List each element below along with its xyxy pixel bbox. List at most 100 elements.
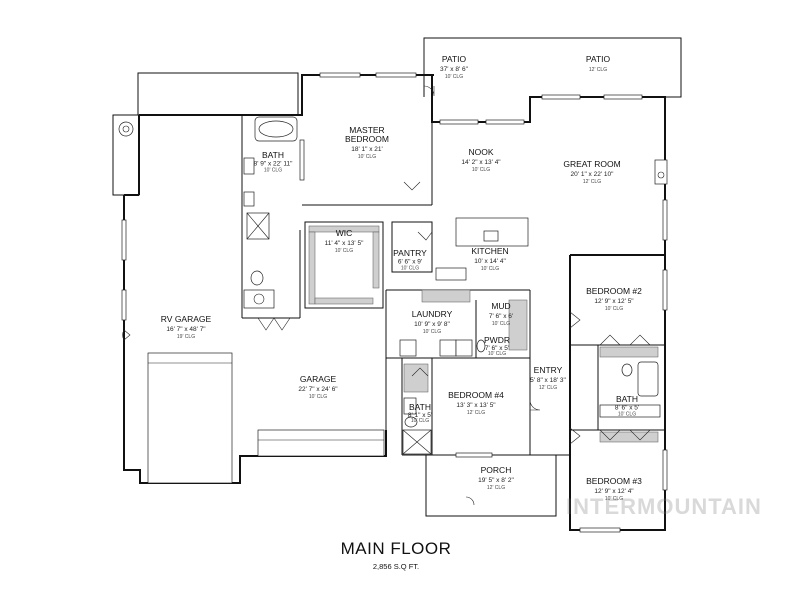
room-label-bedroom-3-name: BEDROOM #3 (586, 476, 642, 486)
room-label-bath-4-clg: 10' CLG (411, 418, 429, 424)
window (662, 269, 668, 311)
doors (122, 85, 651, 506)
room-label-mud-dims: 7' 6" x 6' (489, 313, 513, 320)
room-label-bedroom-2-clg: 10' CLG (605, 306, 623, 312)
room-label-patio-1-name: PATIO (442, 54, 467, 64)
window (579, 527, 621, 533)
room-label-rv-garage-clg: 19' CLG (177, 334, 195, 340)
room-label-pantry-name: PANTRY (393, 248, 427, 258)
room-label-nook-dims: 14' 2" x 13' 4" (461, 159, 501, 166)
room-label-pantry-dims: 6' 6" x 9' (398, 259, 422, 266)
rv-garage-top-bay (137, 72, 299, 116)
bench (508, 299, 528, 351)
room-label-patio-1-dims: 37' x 8' 6" (440, 66, 469, 73)
room-label-master-bedroom-name: MASTER (349, 125, 384, 135)
room-label-bedroom-4-clg: 12' CLG (467, 410, 485, 416)
window (299, 139, 305, 181)
door (569, 427, 581, 445)
room-label-pwdr-clg: 10' CLG (488, 351, 506, 357)
room-label-laundry-name: LAUNDRY (412, 309, 453, 319)
garage-doors (147, 352, 385, 484)
fan-icon (118, 121, 134, 137)
sink-icon (403, 397, 417, 415)
sink-icon (243, 157, 255, 175)
room-label-laundry-clg: 10' CLG (423, 329, 441, 335)
wall-north-left (139, 74, 434, 116)
room-label-mud-name: MUD (491, 301, 510, 311)
plan-area: 2,856 S.Q FT. (372, 562, 420, 571)
watermark-logo: INTERMOUNTAIN (566, 494, 762, 519)
room-label-garage-name: GARAGE (300, 374, 337, 384)
room-label-nook-name: NOOK (468, 147, 493, 157)
vanity (599, 404, 661, 418)
room-label-bedroom-4-dims: 13' 3" x 13' 5" (456, 402, 496, 409)
room-label-pwdr-dims: 7' 6" x 5' (485, 345, 509, 352)
toilet-icon (476, 339, 486, 353)
door (403, 181, 421, 191)
room-label-bedroom-2-dims: 12' 9" x 12' 5" (594, 298, 634, 305)
window (121, 219, 127, 261)
window (121, 289, 127, 321)
fixtures (118, 116, 668, 455)
door (629, 334, 651, 346)
window (319, 72, 361, 78)
room-label-patio-2-clg: 12' CLG (589, 67, 607, 73)
closet (599, 431, 659, 443)
room-label-kitchen-dims: 10' x 14' 4" (474, 258, 506, 265)
room-label-wic-name: WIC (336, 228, 353, 238)
rv-garage-door (147, 352, 233, 484)
room-label-entry-name: ENTRY (534, 365, 563, 375)
door (569, 311, 581, 329)
door (465, 496, 475, 506)
room-label-garage-dims: 22' 7" x 24' 6" (298, 386, 338, 393)
room-label-bath-4-dims: 8' 1" x 5' (408, 412, 432, 419)
room-label-entry-dims: 5' 8" x 18' 3" (530, 377, 566, 384)
window (455, 452, 493, 458)
room-label-kitchen-name: KITCHEN (471, 246, 508, 256)
room-label-kitchen-clg: 10' CLG (481, 266, 499, 272)
room-label-rv-garage-name: RV GARAGE (161, 314, 212, 324)
door (529, 399, 541, 411)
sink-icon (243, 191, 255, 207)
room-label-patio-2-name: PATIO (586, 54, 611, 64)
room-label-pantry-clg: 10' CLG (401, 266, 419, 272)
toilet-icon (621, 363, 633, 377)
room-label-bath-4-name: BATH (409, 402, 431, 412)
pantry-outline (391, 221, 433, 273)
shelf-icon (308, 225, 380, 233)
door (257, 317, 275, 331)
counter (421, 289, 471, 303)
door (411, 367, 429, 377)
room-label-bath-master-name: BATH (262, 150, 284, 160)
toilet-icon (250, 270, 264, 286)
room-label-bath-master-clg: 10' CLG (264, 168, 282, 174)
range-icon (435, 267, 467, 281)
window (662, 449, 668, 491)
door (417, 231, 433, 241)
room-label-rv-garage-dims: 16' 7" x 48' 7" (166, 326, 206, 333)
door (122, 329, 131, 341)
room-label-bedroom-3-dims: 12' 9" x 12' 4" (594, 488, 634, 495)
room-label-master-bedroom-name2: BEDROOM (345, 134, 389, 144)
wic-outline (304, 221, 384, 309)
porch-outline (425, 455, 557, 517)
windows (121, 72, 668, 533)
door (273, 317, 291, 331)
room-label-porch-name: PORCH (481, 465, 512, 475)
room-label-nook-clg: 10' CLG (472, 167, 490, 173)
room-label-mud-clg: 10' CLG (492, 321, 510, 327)
garage-door (257, 429, 385, 457)
room-label-bath-master-dims: 8' 9" x 22' 11" (254, 161, 293, 168)
room-label-bedroom-2-name: BEDROOM #2 (586, 286, 642, 296)
window (485, 119, 525, 125)
room-label-bedroom-3-clg: 10' CLG (605, 496, 623, 502)
room-label-great-room-name: GREAT ROOM (563, 159, 620, 169)
room-label-bedroom-4-name: BEDROOM #4 (448, 390, 504, 400)
plan-title: MAIN FLOOR (340, 539, 452, 558)
room-label-patio-1-clg: 10' CLG (445, 74, 463, 80)
window (662, 199, 668, 241)
room-label-garage-clg: 10' CLG (309, 394, 327, 400)
room-label-pwdr-name: PWDR (484, 335, 510, 345)
door (599, 334, 621, 346)
